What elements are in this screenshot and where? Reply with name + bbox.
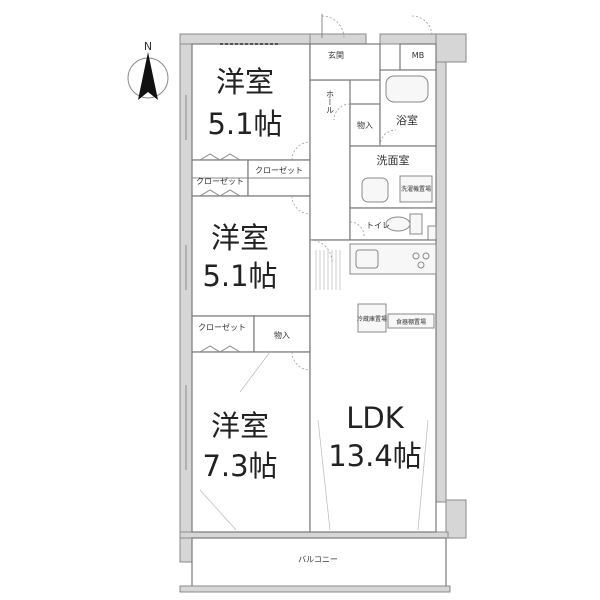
toilet-sink: [427, 225, 437, 241]
hall-floor-hatch: [315, 250, 341, 290]
cupboard-place-label: 食器棚置場: [396, 318, 426, 326]
room-hall: [309, 79, 351, 241]
room-bedroom-middle: [191, 195, 311, 317]
ldk-size: 13.4帖: [328, 439, 422, 473]
kitchen-counter: [349, 243, 437, 275]
bedroom-top-name: 洋室: [216, 65, 274, 99]
entrance-label: 玄関: [328, 50, 344, 60]
compass-label: N: [144, 40, 152, 53]
balcony-rail: [179, 585, 451, 593]
wall-northeast-block: [435, 33, 467, 63]
meter-box: [399, 43, 437, 71]
storage-lower: [253, 315, 311, 353]
north-arrow-icon: [138, 52, 158, 100]
entrance-door-swing: [321, 15, 345, 39]
mb-door-swing: [411, 15, 433, 37]
room-diagonals: [199, 351, 429, 531]
hall-label: ホール: [326, 90, 335, 114]
stove-burner-icon: [412, 252, 420, 260]
toilet-tank: [409, 213, 423, 235]
wall-south: [179, 531, 449, 539]
stove-burner-icon: [417, 261, 425, 269]
balcony: [191, 537, 447, 589]
storage-lower-label: 物入: [274, 330, 290, 340]
room-bedroom-top: [191, 43, 311, 161]
toilet-label: トイレ: [366, 221, 390, 230]
closet-lower: [191, 315, 255, 353]
wall-north-left: [179, 33, 311, 45]
ldk-name: LDK: [346, 401, 404, 435]
washer-place-label: 洗濯機置場: [401, 185, 431, 193]
north-compass: N: [127, 40, 169, 100]
washroom-label: 洗面室: [377, 153, 410, 167]
bedroom-middle-name: 洋室: [211, 221, 269, 255]
cupboard-place: [387, 313, 435, 329]
closet-left-label: クローゼット: [196, 176, 244, 186]
meter-box-label: MB: [412, 51, 424, 60]
bedroom-top-size: 5.1帖: [207, 107, 282, 141]
closet-lower-label: クローゼット: [198, 322, 246, 332]
bedroom-bottom-size: 7.3帖: [202, 449, 277, 483]
wash-basin: [361, 177, 389, 203]
outer-walls: [179, 33, 467, 563]
room-entrance: [309, 43, 381, 81]
bedroom-middle-size: 5.1帖: [202, 259, 277, 293]
wall-north-entry: [309, 33, 367, 45]
fridge-place-label: 冷蔵庫置場: [357, 315, 387, 323]
balcony-label: バルコニー: [298, 555, 338, 564]
closet-right-label: クローゼット: [255, 165, 303, 175]
bathtub: [385, 75, 429, 103]
stove-burner-icon: [422, 252, 430, 260]
washer-place: [399, 175, 433, 203]
room-ldk: [309, 239, 437, 533]
fridge-place: [357, 303, 387, 333]
closet-door-ticks: [199, 153, 241, 353]
interior-doors: [291, 103, 397, 371]
kitchen-sink-icon: [355, 249, 379, 269]
storage-top: [349, 103, 381, 147]
room-bedroom-bottom: [191, 351, 311, 533]
bedroom-bottom-name: 洋室: [211, 409, 269, 443]
bathroom-label: 浴室: [396, 113, 418, 127]
wall-east: [435, 61, 447, 503]
wall-southeast-block: [445, 499, 467, 539]
storage-top-label: 物入: [357, 120, 373, 130]
